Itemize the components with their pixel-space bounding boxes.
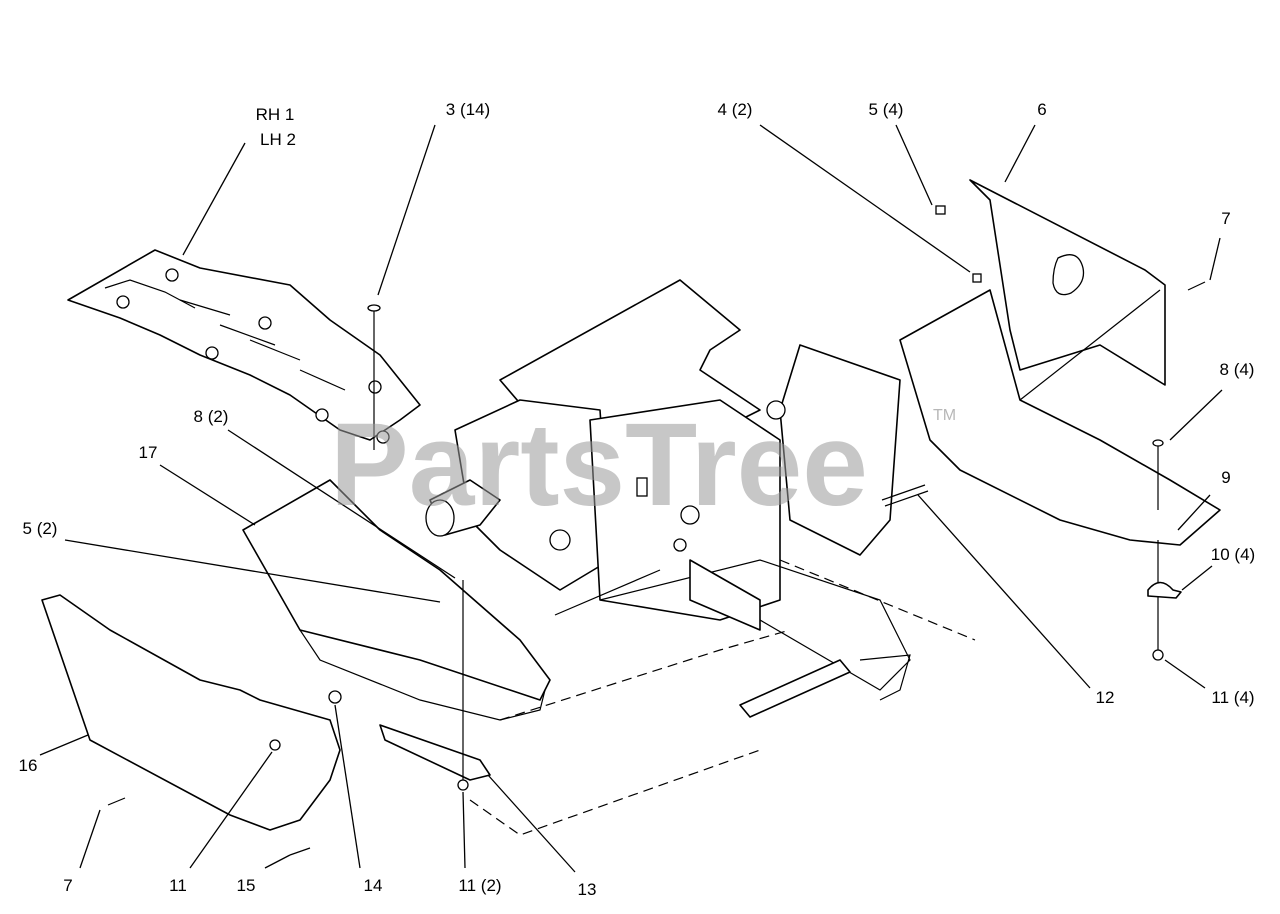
svg-text:TM: TM: [933, 407, 956, 424]
callout-5-top: 5 (4): [869, 100, 904, 119]
svg-text:PartsTree: PartsTree: [330, 399, 868, 531]
callout-17: 17: [139, 443, 158, 462]
fasteners: [107, 205, 1206, 856]
callout-rh1: RH 1: [256, 105, 295, 124]
callout-6: 6: [1037, 100, 1046, 119]
callout-labels: RH 1 LH 2 3 (14) 4 (2) 5 (4) 6 7 8 (4) 9…: [19, 100, 1256, 899]
callout-11-bottom: 11 (2): [458, 876, 501, 895]
leader-lines: [39, 124, 1223, 873]
callout-8-right: 8 (4): [1220, 360, 1255, 379]
callout-14: 14: [364, 876, 383, 895]
callout-7-left: 7: [63, 876, 72, 895]
callout-4: 4 (2): [718, 100, 753, 119]
callout-16: 16: [19, 756, 38, 775]
callout-11-right: 11 (4): [1211, 688, 1254, 707]
side-panel-part: [899, 179, 1221, 546]
callout-11-left: 11: [169, 876, 187, 895]
callout-lh2: LH 2: [260, 130, 296, 149]
callout-8-left: 8 (2): [194, 407, 229, 426]
callout-15: 15: [237, 876, 256, 895]
callout-10: 10 (4): [1211, 545, 1255, 564]
callout-5-left: 5 (2): [23, 519, 58, 538]
lower-panel-part: [41, 479, 791, 836]
footrest-part: [67, 249, 421, 444]
partstree-watermark: PartsTree TM: [330, 399, 956, 531]
callout-3: 3 (14): [446, 100, 490, 119]
callout-12: 12: [1096, 688, 1115, 707]
callout-9: 9: [1221, 468, 1230, 487]
callout-7-right: 7: [1221, 209, 1230, 228]
main-frame-part: [425, 279, 976, 718]
callout-13: 13: [578, 880, 597, 899]
